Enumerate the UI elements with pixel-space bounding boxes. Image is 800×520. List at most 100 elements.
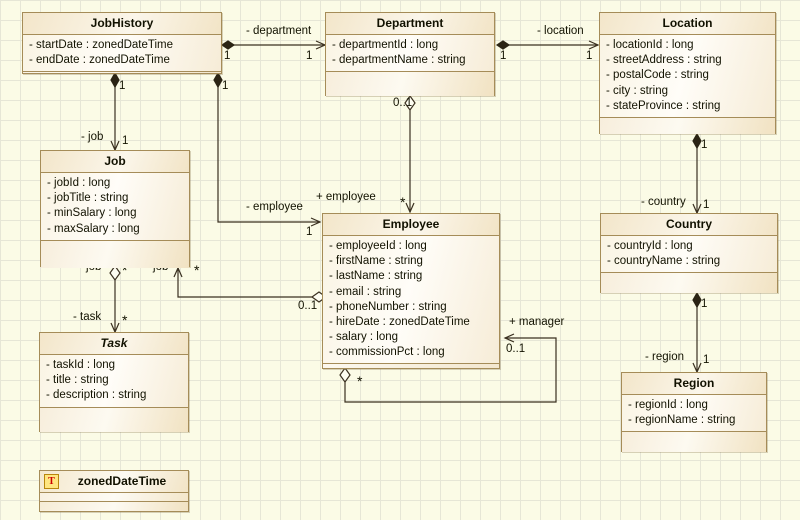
mult-jobhistory-job-source: 1 bbox=[119, 80, 126, 92]
edge-jobhistory-employee bbox=[217, 80, 322, 227]
mult-job-task-source: * bbox=[122, 262, 128, 278]
class-operations-country bbox=[601, 273, 777, 293]
attribute-row: - phoneNumber : string bbox=[329, 300, 447, 313]
class-name-location: Location bbox=[600, 13, 775, 35]
attribute-row: - stateProvince : string bbox=[606, 99, 721, 112]
class-box-department[interactable]: Department - departmentId : long - depar… bbox=[325, 12, 495, 96]
class-operations-location bbox=[600, 118, 775, 134]
attribute-row: - lastName : string bbox=[329, 270, 423, 283]
mult-department-location-target: 1 bbox=[586, 50, 593, 62]
edge-label-location: - location bbox=[537, 25, 584, 37]
datatype-operations bbox=[40, 502, 188, 510]
mult-employee-manager-source: * bbox=[357, 373, 363, 389]
attribute-row: - salary : long bbox=[329, 331, 399, 344]
class-name-region: Region bbox=[622, 373, 766, 395]
class-attributes-country: - countryId : long - countryName : strin… bbox=[601, 236, 777, 273]
mult-location-country-target: 1 bbox=[703, 199, 710, 211]
attribute-row: - startDate : zonedDateTime bbox=[29, 39, 174, 51]
attribute-row: - jobTitle : string bbox=[47, 192, 129, 205]
filled-diamond-department-location bbox=[495, 40, 511, 50]
class-box-country[interactable]: Country - countryId : long - countryName… bbox=[600, 213, 778, 293]
mult-location-country-source: 1 bbox=[701, 139, 708, 151]
attribute-row: - departmentId : long bbox=[332, 39, 439, 51]
edge-label-country: - country bbox=[641, 196, 686, 208]
mult-jobhistory-employee-source: 1 bbox=[222, 80, 229, 92]
class-box-task[interactable]: Task - taskId : long - title : string - … bbox=[39, 332, 189, 432]
class-attributes-department: - departmentId : long - departmentName :… bbox=[326, 35, 494, 72]
edge-label-employee-jobhistory: - employee bbox=[246, 201, 303, 213]
mult-department-employee-target: * bbox=[400, 194, 406, 210]
attribute-row: - commissionPct : long bbox=[329, 346, 445, 359]
mult-employee-job-target: * bbox=[194, 262, 200, 278]
attribute-row: - email : string bbox=[329, 285, 402, 298]
datatype-box-zoneddatetime[interactable]: T zonedDateTime bbox=[39, 470, 189, 512]
class-box-jobhistory[interactable]: JobHistory - startDate : zonedDateTime -… bbox=[22, 12, 222, 74]
mult-employee-job-source: 0..1 bbox=[298, 300, 318, 312]
attribute-row: - jobId : long bbox=[47, 177, 111, 189]
attribute-row: - locationId : long bbox=[606, 39, 694, 51]
edge-label-job-jobhistory: - job bbox=[81, 131, 104, 143]
mult-country-region-source: 1 bbox=[701, 298, 708, 310]
attribute-row: - regionName : string bbox=[628, 414, 736, 427]
attribute-row: - maxSalary : long bbox=[47, 222, 140, 235]
filled-diamond-jobhistory-employee bbox=[213, 71, 223, 89]
mult-country-region-target: 1 bbox=[703, 354, 710, 366]
class-box-employee[interactable]: Employee - employeeId : long - firstName… bbox=[322, 213, 500, 369]
attribute-row: - countryName : string bbox=[607, 255, 721, 268]
edge-label-department: - department bbox=[246, 25, 312, 37]
class-operations-department bbox=[326, 72, 494, 96]
mult-jobhistory-department-target: 1 bbox=[306, 50, 313, 62]
class-name-jobhistory: JobHistory bbox=[23, 13, 221, 35]
class-name-task: Task bbox=[40, 333, 188, 355]
class-attributes-location: - locationId : long - streetAddress : st… bbox=[600, 35, 775, 118]
mult-jobhistory-job-target: 1 bbox=[122, 135, 129, 147]
attribute-row: - streetAddress : string bbox=[606, 54, 722, 67]
mult-department-employee-source: 0..1 bbox=[393, 97, 413, 109]
class-box-region[interactable]: Region - regionId : long - regionName : … bbox=[621, 372, 767, 452]
datatype-header: T zonedDateTime bbox=[40, 471, 188, 493]
attribute-row: - endDate : zonedDateTime bbox=[29, 54, 170, 67]
class-box-job[interactable]: Job - jobId : long - jobTitle : string -… bbox=[40, 150, 190, 268]
attribute-row: - description : string bbox=[46, 389, 147, 402]
filled-diamond-jobhistory-department bbox=[220, 40, 236, 50]
class-name-country: Country bbox=[601, 214, 777, 236]
attribute-row: - regionId : long bbox=[628, 399, 708, 411]
class-attributes-employee: - employeeId : long - firstName : string… bbox=[323, 236, 499, 364]
class-attributes-region: - regionId : long - regionName : string bbox=[622, 395, 766, 432]
mult-jobhistory-department-source: 1 bbox=[224, 50, 231, 62]
attribute-row: - taskId : long bbox=[46, 359, 116, 371]
edge-label-task: - task bbox=[73, 311, 102, 323]
mult-job-task-target: * bbox=[122, 312, 128, 328]
class-attributes-jobhistory: - startDate : zonedDateTime - endDate : … bbox=[23, 35, 221, 72]
edge-employee-job bbox=[173, 266, 312, 298]
mult-department-location-source: 1 bbox=[500, 50, 507, 62]
datatype-name: zonedDateTime bbox=[77, 474, 167, 488]
mult-employee-manager-target: 0..1 bbox=[506, 343, 526, 355]
edge-employee-manager bbox=[344, 333, 557, 403]
attribute-row: - employeeId : long bbox=[329, 240, 427, 252]
edge-label-region: - region bbox=[645, 351, 684, 363]
class-operations-region bbox=[622, 432, 766, 452]
datatype-attributes bbox=[40, 493, 188, 502]
attribute-row: - firstName : string bbox=[329, 255, 423, 268]
datatype-T-icon: T bbox=[44, 474, 59, 489]
class-operations-task bbox=[40, 408, 188, 432]
class-box-location[interactable]: Location - locationId : long - streetAdd… bbox=[599, 12, 776, 134]
edge-label-manager: + manager bbox=[509, 316, 565, 328]
open-diamond-job-task bbox=[109, 264, 121, 282]
attribute-row: - minSalary : long bbox=[47, 207, 137, 220]
filled-diamond-location-country bbox=[692, 132, 702, 150]
class-name-department: Department bbox=[326, 13, 494, 35]
filled-diamond-jobhistory-job bbox=[110, 71, 120, 89]
class-operations-job bbox=[41, 241, 189, 268]
class-attributes-job: - jobId : long - jobTitle : string - min… bbox=[41, 173, 189, 241]
class-attributes-task: - taskId : long - title : string - descr… bbox=[40, 355, 188, 408]
mult-jobhistory-employee-target: 1 bbox=[306, 226, 313, 238]
class-name-employee: Employee bbox=[323, 214, 499, 236]
attribute-row: - countryId : long bbox=[607, 240, 693, 252]
attribute-row: - city : string bbox=[606, 84, 668, 97]
open-diamond-department-employee bbox=[404, 94, 416, 112]
class-name-job: Job bbox=[41, 151, 189, 173]
